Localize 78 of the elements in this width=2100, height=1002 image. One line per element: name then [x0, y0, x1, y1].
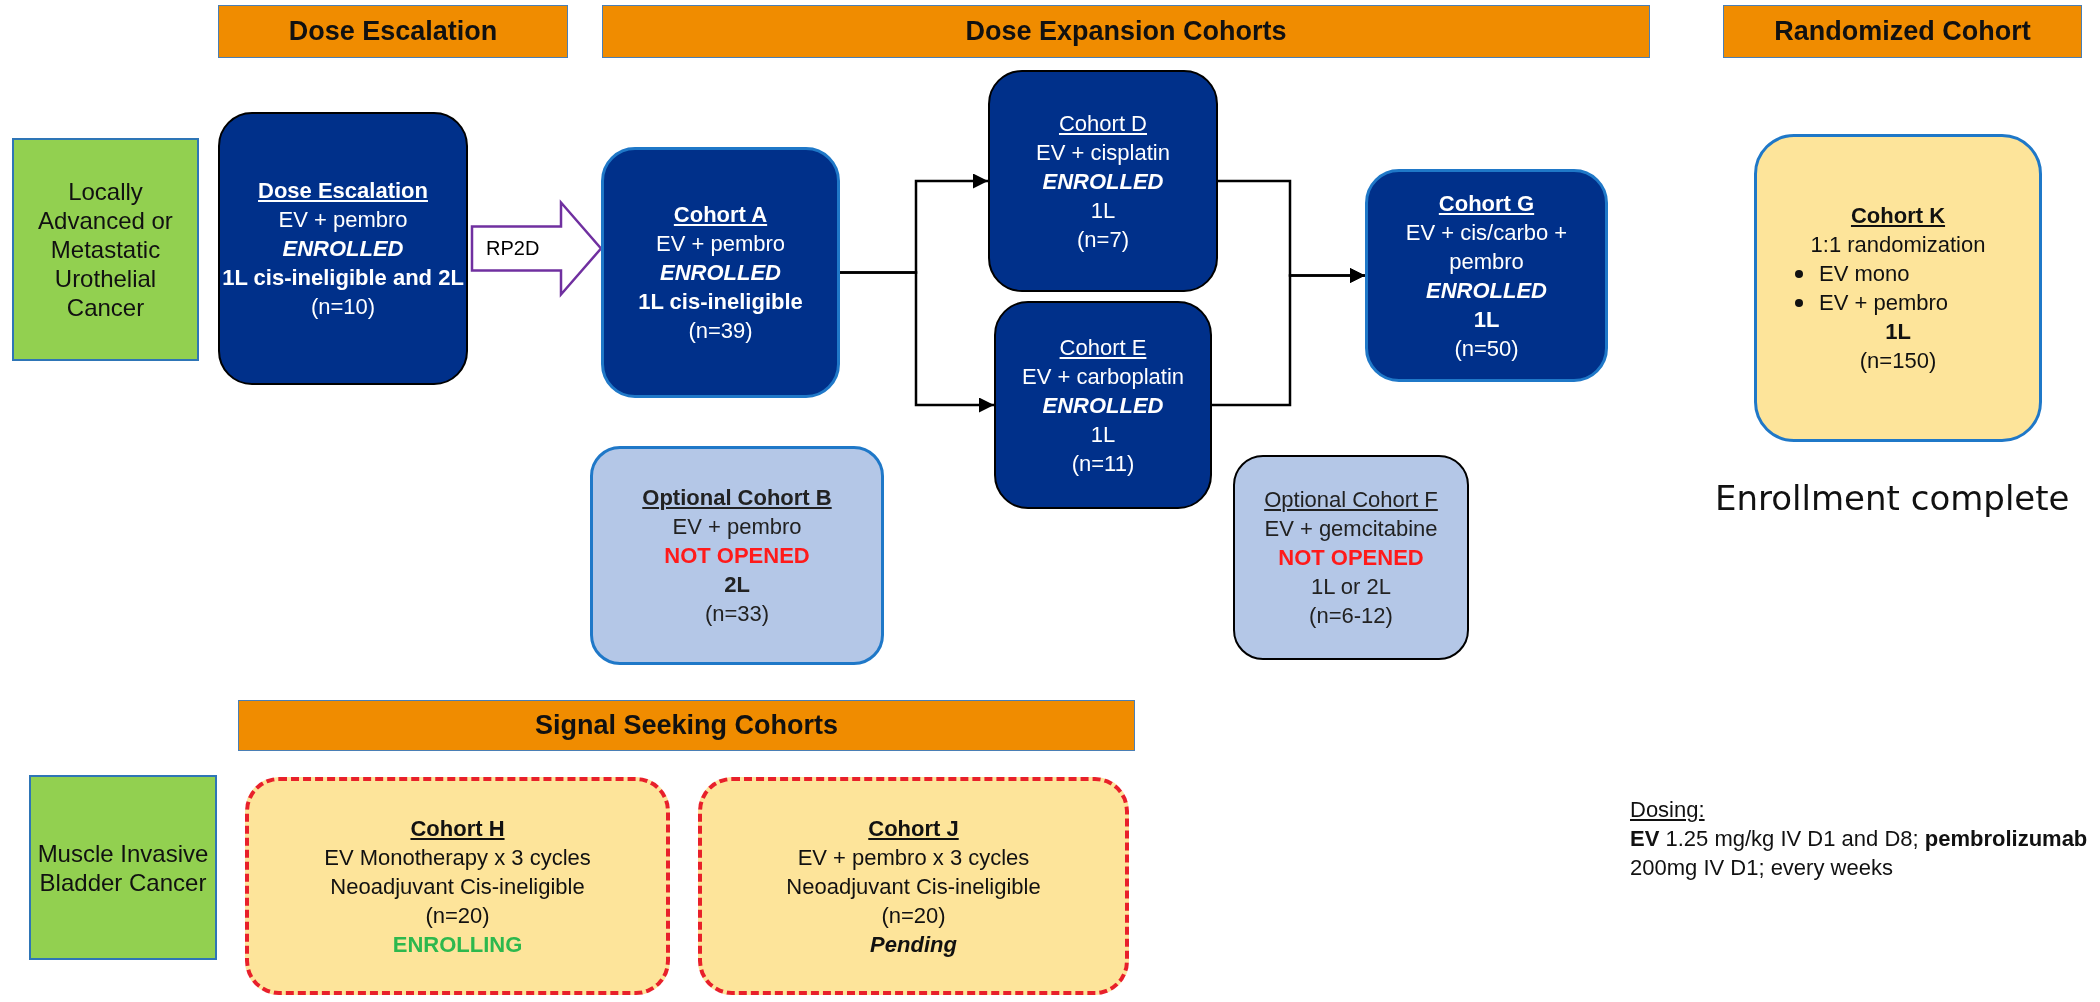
treatment-text: Neoadjuvant Cis-ineligible [786, 872, 1041, 901]
cohort-box [590, 446, 884, 665]
treatment-text: EV + pembro [656, 230, 785, 258]
status-text: ENROLLED [282, 235, 404, 263]
treatment-text: EV + gemcitabine [1264, 515, 1438, 543]
population-box [12, 138, 199, 361]
status-text: NOT OPENED [1278, 544, 1424, 572]
bullet-item: EV mono [1819, 260, 1910, 288]
header-title: Randomized Cohort [1774, 17, 2031, 46]
cohort-title: Cohort D [1058, 109, 1147, 138]
status-text: Pending [870, 930, 957, 959]
sample-size-text: (n=20) [881, 901, 946, 930]
sample-size-text: (n=33) [704, 600, 770, 628]
sample-size-text: (n=10) [310, 293, 376, 321]
status-text: ENROLLED [1042, 391, 1164, 420]
line-of-therapy-text: 1L [1885, 318, 1911, 346]
cohort-title: Cohort K [1850, 202, 1946, 230]
sample-size-text: (n=50) [1454, 334, 1519, 363]
treatment-text: EV + pembro [672, 513, 802, 541]
phase-header [218, 5, 568, 58]
treatment-text: EV Monotherapy x 3 cycles [324, 843, 591, 872]
cohort-title: Cohort G [1438, 189, 1535, 218]
status-text: NOT OPENED [664, 542, 810, 570]
cohort-box [601, 147, 840, 398]
arrow [840, 271, 994, 413]
line-of-therapy-text: 1L [1473, 305, 1500, 334]
treatment-text: EV + pembro [278, 206, 408, 234]
population-box [29, 775, 217, 960]
dosing-text: EV 1.25 mg/kg IV D1 and D8; pembrolizumab 200mg IV D1; every weeks [1630, 825, 2089, 882]
phase-header [602, 5, 1650, 58]
line-of-therapy-text: 1L cis-ineligible [638, 288, 803, 316]
status-text: ENROLLED [1426, 276, 1547, 305]
treatment-text: EV + cis/carbo + pembro [1404, 218, 1569, 276]
treatment-text: EV + pembro x 3 cycles [797, 843, 1030, 872]
cohort-box [1754, 134, 2042, 442]
dosing-heading: Dosing: [1630, 796, 1706, 824]
phase-header [238, 700, 1135, 751]
sample-size-text: (n=6-12) [1309, 602, 1393, 630]
cohort-title: Cohort H [410, 814, 505, 843]
line-of-therapy-text: 2L [724, 571, 750, 599]
cohort-box [698, 777, 1129, 995]
treatment-text: EV + cisplatin [1036, 138, 1170, 167]
line-of-therapy-text: 1L [1090, 196, 1116, 225]
cohort-title: Cohort J [868, 814, 959, 843]
cohort-box [988, 70, 1218, 292]
cohort-title: Optional Cohort F [1264, 486, 1438, 514]
cohort-box [218, 112, 468, 385]
line-of-therapy-text: 1L cis-ineligible and 2L [222, 264, 464, 292]
status-text: ENROLLED [660, 259, 781, 287]
sample-size-text: (n=150) [1859, 347, 1937, 375]
header-title: Dose Expansion Cohorts [965, 17, 1287, 46]
treatment-text: EV + carboplatin [1021, 362, 1184, 391]
status-text: ENROLLING [392, 930, 523, 959]
population-label: Muscle Invasive Bladder Cancer [36, 838, 210, 897]
sample-size-text: (n=20) [425, 901, 490, 930]
header-title: Dose Escalation [288, 17, 498, 46]
line-of-therapy-text: 1L or 2L [1311, 573, 1391, 601]
cohort-box [1365, 169, 1608, 382]
status-note: Enrollment complete [1715, 478, 2071, 518]
cohort-title: Dose Escalation [258, 177, 428, 205]
header-title: Signal Seeking Cohorts [534, 711, 839, 740]
line-of-therapy-text: 1L [1090, 420, 1116, 449]
status-text: ENROLLED [1042, 167, 1164, 196]
cohort-title: Cohort A [673, 201, 768, 229]
cohort-box [245, 777, 670, 995]
phase-header [1723, 5, 2082, 58]
sample-size-text: (n=11) [1071, 449, 1135, 478]
population-label: Locally Advanced or Metastatic Urothelial Cancer [37, 177, 174, 322]
arrow [1212, 268, 1365, 407]
treatment-text: Neoadjuvant Cis-ineligible [330, 872, 585, 901]
cohort-box [994, 301, 1212, 509]
bullet-item: EV + pembro [1819, 289, 1948, 317]
sample-size-text: (n=39) [688, 317, 753, 345]
cohort-title: Optional Cohort B [642, 484, 832, 512]
sample-size-text: (n=7) [1077, 225, 1129, 254]
cohort-title: Cohort E [1059, 333, 1147, 362]
design-text: 1:1 randomization [1810, 231, 1986, 259]
cohort-box [1233, 455, 1469, 660]
